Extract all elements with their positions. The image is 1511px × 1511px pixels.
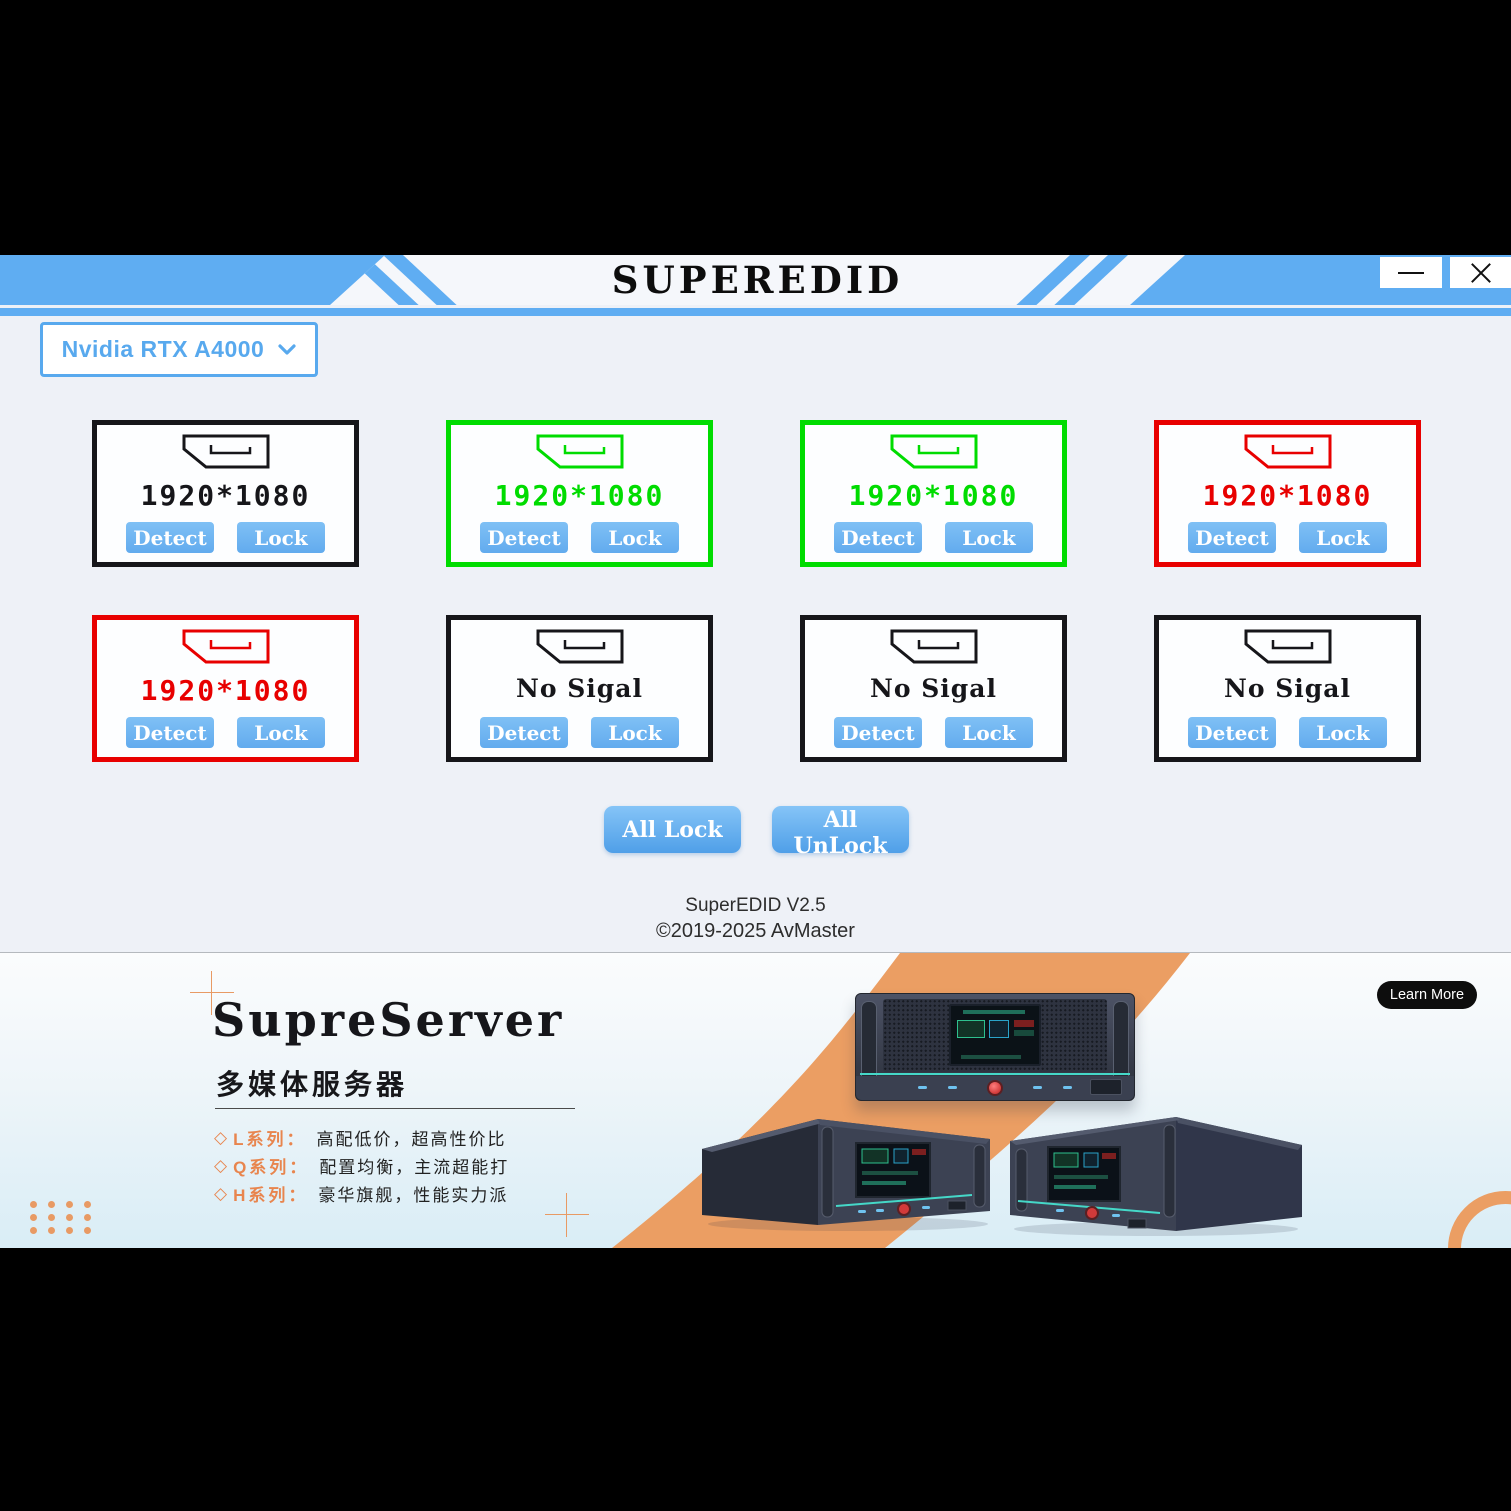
lock-button[interactable]: Lock <box>1299 717 1387 748</box>
server-image-front <box>855 993 1135 1101</box>
displayport-icon <box>536 434 623 469</box>
app-version: SuperEDID V2.5 <box>685 895 826 916</box>
server-accent-line <box>860 1073 1130 1075</box>
app-copyright: ©2019-2025 AvMaster <box>656 920 855 942</box>
port-card-1: 1920*1080 Detect Lock <box>92 420 359 567</box>
feature-item: ◇ Q系列： 配置均衡，主流超能打 <box>214 1153 509 1178</box>
minimize-icon <box>1398 271 1424 274</box>
learn-more-button[interactable]: Learn More <box>1377 981 1477 1009</box>
displayport-icon <box>182 434 269 469</box>
titlebar-accent-strip <box>0 308 1511 316</box>
port-card-8: No Sigal Detect Lock <box>1154 615 1421 762</box>
feature-label: Q系列： <box>233 1158 310 1177</box>
app-window: SUPEREDID Nvidia RTX A4000 1920*1080 Det… <box>0 255 1511 1248</box>
all-unlock-button[interactable]: All UnLock <box>772 806 909 859</box>
minimize-button[interactable] <box>1380 257 1442 288</box>
detect-button[interactable]: Detect <box>1188 717 1276 748</box>
port-card-4: 1920*1080 Detect Lock <box>1154 420 1421 567</box>
port-card-3: 1920*1080 Detect Lock <box>800 420 1067 567</box>
banner-title: SupreServer <box>212 993 565 1047</box>
gpu-selector-value: Nvidia RTX A4000 <box>61 336 265 362</box>
lock-button[interactable]: Lock <box>591 522 679 553</box>
displayport-icon <box>182 629 269 664</box>
lock-button[interactable]: Lock <box>945 717 1033 748</box>
port-resolution: 1920*1080 <box>140 479 311 512</box>
detect-button[interactable]: Detect <box>126 522 214 553</box>
port-card-2: 1920*1080 Detect Lock <box>446 420 713 567</box>
port-resolution: No Sigal <box>516 674 643 703</box>
displayport-icon <box>1244 434 1331 469</box>
diamond-icon: ◇ <box>214 1155 228 1175</box>
close-icon <box>1470 262 1492 284</box>
port-resolution: No Sigal <box>870 674 997 703</box>
port-resolution: 1920*1080 <box>140 674 311 707</box>
gpu-selector-dropdown[interactable]: Nvidia RTX A4000 <box>40 322 318 377</box>
detect-button[interactable]: Detect <box>126 717 214 748</box>
titlebar: SUPEREDID <box>0 255 1511 305</box>
detect-button[interactable]: Detect <box>480 717 568 748</box>
feature-item: ◇ H系列： 豪华旗舰，性能实力派 <box>214 1181 508 1206</box>
detect-button[interactable]: Detect <box>1188 522 1276 553</box>
diamond-icon: ◇ <box>214 1183 228 1203</box>
port-card-5: 1920*1080 Detect Lock <box>92 615 359 762</box>
banner-subtitle: 多媒体服务器 <box>216 1069 409 1100</box>
port-resolution: 1920*1080 <box>848 479 1019 512</box>
displayport-icon <box>536 629 623 664</box>
titlebar-center-zone: SUPEREDID <box>330 255 1185 305</box>
crosshair-decoration <box>190 971 234 1015</box>
all-lock-button[interactable]: All Lock <box>604 806 741 853</box>
port-card-7: No Sigal Detect Lock <box>800 615 1067 762</box>
feature-label: H系列： <box>233 1186 309 1205</box>
detect-button[interactable]: Detect <box>480 522 568 553</box>
displayport-icon <box>890 434 977 469</box>
feature-label: L系列： <box>233 1130 307 1149</box>
feature-desc: 豪华旗舰，性能实力派 <box>318 1186 509 1205</box>
crosshair-decoration <box>545 1193 589 1237</box>
displayport-icon <box>890 629 977 664</box>
server-image-right <box>1010 1117 1302 1236</box>
feature-item: ◇ L系列： 高配低价，超高性价比 <box>214 1125 506 1150</box>
promo-banner: SupreServer 多媒体服务器 ◇ L系列： 高配低价，超高性价比 ◇ Q… <box>0 952 1511 1248</box>
dot-grid-decoration <box>30 1201 91 1234</box>
server-power-button <box>987 1080 1003 1096</box>
feature-desc: 高配低价，超高性价比 <box>316 1130 507 1149</box>
displayport-icon <box>1244 629 1331 664</box>
close-button[interactable] <box>1450 257 1511 288</box>
port-resolution: 1920*1080 <box>494 479 665 512</box>
server-logo <box>1090 1079 1122 1095</box>
detect-button[interactable]: Detect <box>834 522 922 553</box>
lock-button[interactable]: Lock <box>945 522 1033 553</box>
port-card-6: No Sigal Detect Lock <box>446 615 713 762</box>
lock-button[interactable]: Lock <box>1299 522 1387 553</box>
port-resolution: 1920*1080 <box>1202 479 1373 512</box>
lock-button[interactable]: Lock <box>237 717 325 748</box>
lock-button[interactable]: Lock <box>591 717 679 748</box>
server-screen <box>949 1004 1041 1066</box>
feature-desc: 配置均衡，主流超能打 <box>319 1158 510 1177</box>
detect-button[interactable]: Detect <box>834 717 922 748</box>
port-resolution: No Sigal <box>1224 674 1351 703</box>
chevron-down-icon <box>278 344 296 355</box>
lock-button[interactable]: Lock <box>237 522 325 553</box>
app-title: SUPEREDID <box>611 258 904 302</box>
banner-rule <box>215 1108 575 1109</box>
server-image-left <box>702 1119 990 1231</box>
diamond-icon: ◇ <box>214 1127 228 1147</box>
